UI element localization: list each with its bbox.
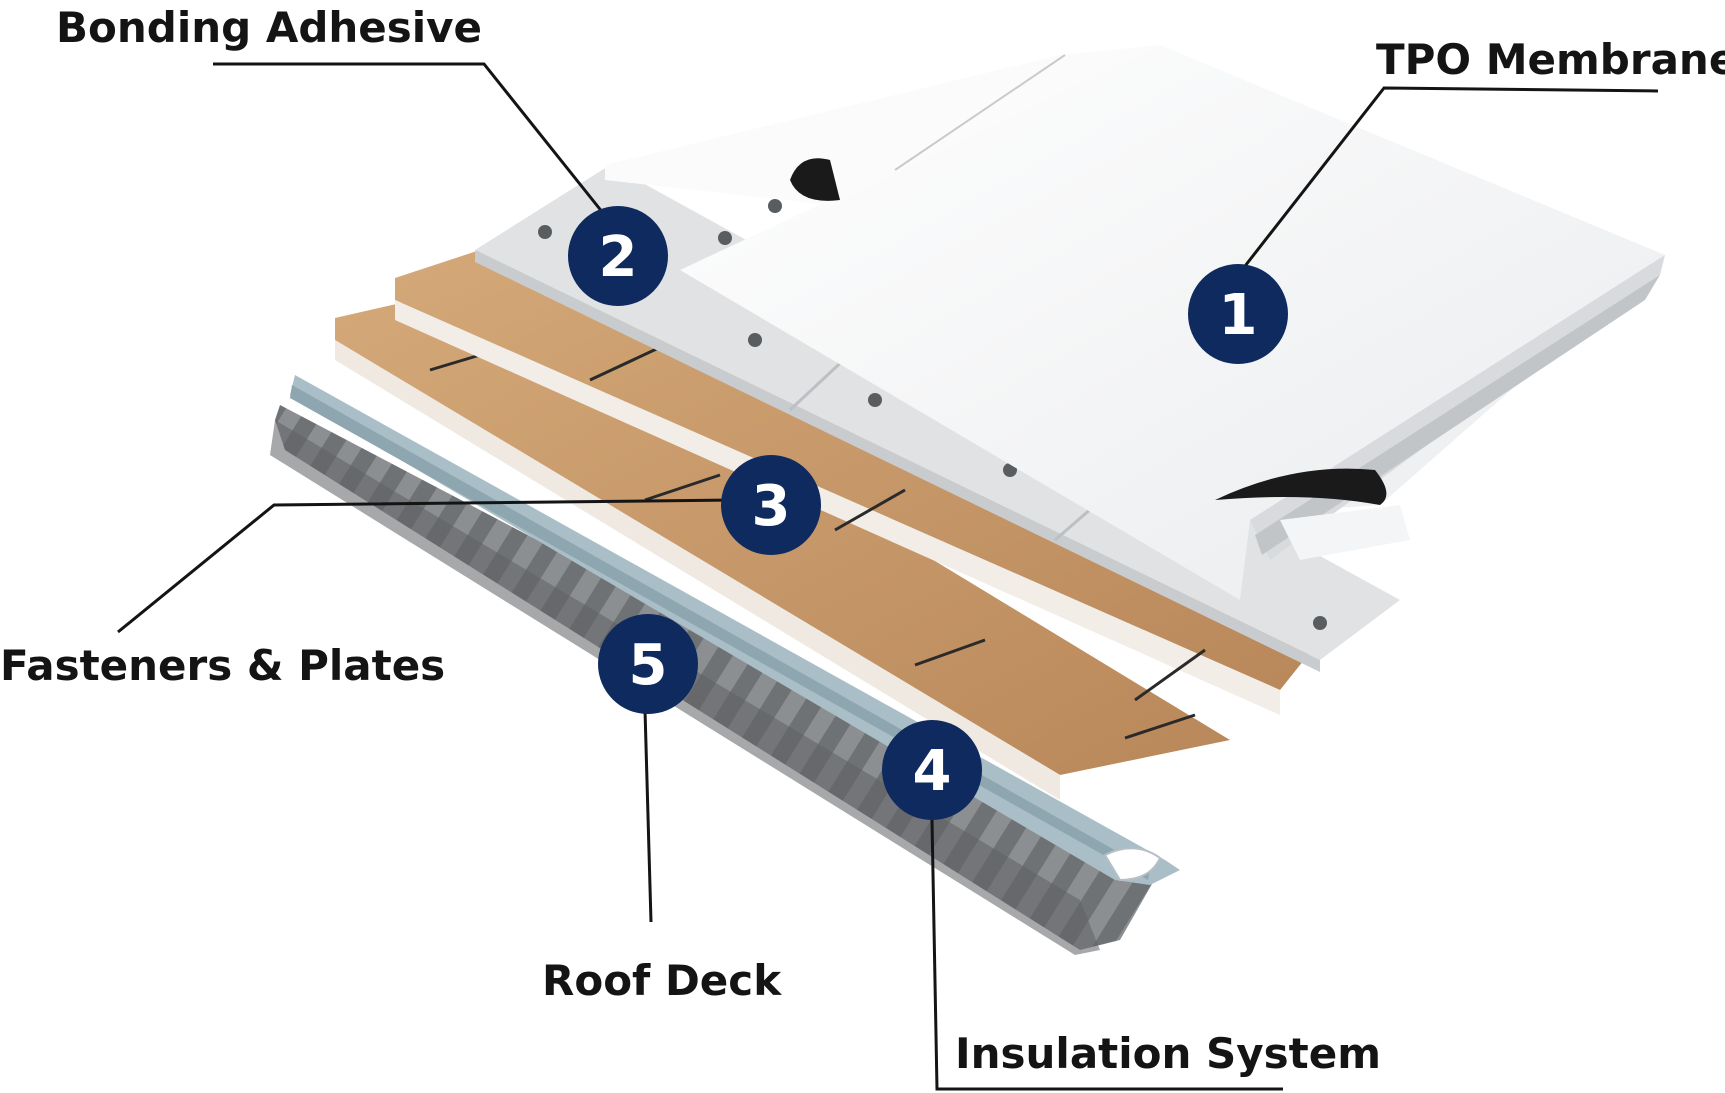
leader-line-2	[213, 62, 605, 214]
marker-3-circle	[721, 455, 821, 555]
marker-2-circle	[568, 206, 668, 306]
insulation-upper-layer	[395, 250, 1320, 715]
tpo-membrane-layer	[605, 45, 1665, 600]
label-tpo-membrane: TPO Membrane	[1376, 35, 1725, 84]
label-fasteners-plates: Fasteners & Plates	[0, 641, 445, 690]
leader-line-1	[1236, 86, 1659, 276]
label-roof-deck: Roof Deck	[542, 956, 782, 1005]
leader-line-4	[930, 819, 1283, 1091]
marker-2-number: 2	[599, 225, 638, 290]
marker-2: 2	[568, 206, 668, 306]
marker-1: 1	[1188, 264, 1288, 364]
marker-3: 3	[721, 455, 821, 555]
marker-5: 5	[598, 614, 698, 714]
leader-line-3	[117, 498, 736, 634]
marker-4-number: 4	[913, 739, 952, 804]
marker-5-number: 5	[629, 633, 668, 698]
leader-line-5	[643, 709, 653, 923]
label-insulation-system: Insulation System	[955, 1029, 1381, 1078]
marker-5-circle	[598, 614, 698, 714]
leader-lines	[117, 62, 1659, 1091]
marker-1-circle	[1188, 264, 1288, 364]
label-bonding-adhesive: Bonding Adhesive	[56, 3, 482, 52]
marker-4-circle	[882, 720, 982, 820]
marker-3-number: 3	[752, 474, 791, 539]
marker-4: 4	[882, 720, 982, 820]
marker-1-number: 1	[1219, 283, 1258, 348]
